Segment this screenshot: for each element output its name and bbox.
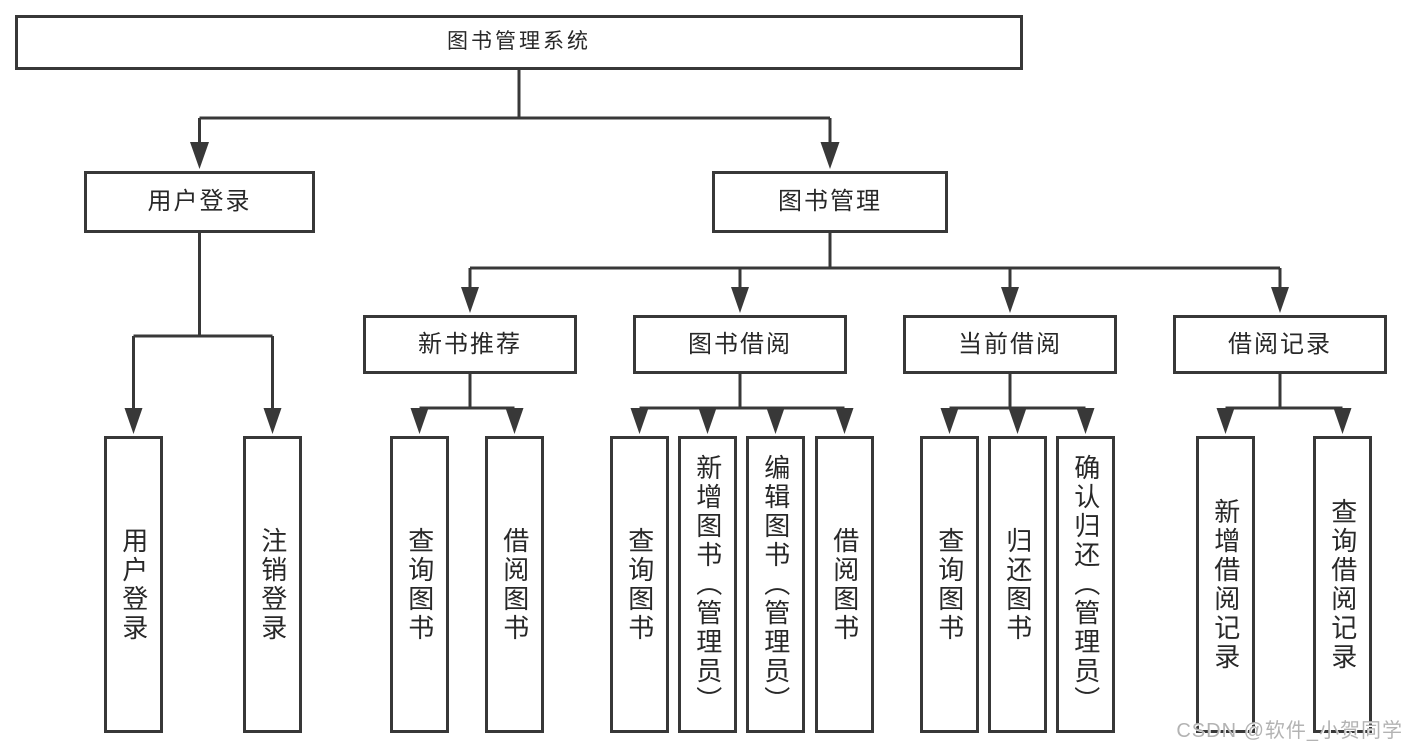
connector-new-book-recommend [419, 374, 515, 410]
arrow-icon [630, 408, 649, 434]
leaf-borrow-edit-books-admin: 编辑图书（管理员） [746, 436, 805, 733]
node-book-borrow: 图书借阅 [633, 315, 847, 374]
node-user-login: 用户登录 [84, 171, 315, 233]
arrow-icon [940, 408, 959, 434]
arrow-icon [766, 408, 785, 434]
arrow-icon [731, 287, 749, 313]
arrow-icon [505, 408, 524, 434]
connector-book-management [468, 233, 1282, 292]
arrow-icon [1001, 287, 1019, 313]
leaf-current-return-books: 归还图书 [988, 436, 1047, 733]
node-book-management: 图书管理 [712, 171, 948, 233]
arrow-icon [410, 408, 429, 434]
leaf-borrow-query-books: 查询图书 [610, 436, 669, 733]
node-borrow-records: 借阅记录 [1173, 315, 1387, 374]
arrow-icon [1333, 408, 1352, 434]
connector-current-borrow [949, 374, 1086, 410]
leaf-borrow-add-books-admin: 新增图书（管理员） [678, 436, 737, 733]
arrow-icon [190, 142, 209, 169]
arrow-icon [1008, 408, 1027, 434]
connector-borrow-records [1225, 374, 1343, 410]
arrow-icon [820, 142, 840, 169]
node-current-borrow: 当前借阅 [903, 315, 1117, 374]
leaf-records-add-borrow-record: 新增借阅记录 [1196, 436, 1255, 733]
connector-root [198, 70, 832, 148]
leaf-recommend-query-books: 查询图书 [390, 436, 449, 733]
leaf-recommend-borrow-books: 借阅图书 [485, 436, 544, 733]
leaf-current-query-books: 查询图书 [920, 436, 979, 733]
node-new-book-recommend: 新书推荐 [363, 315, 577, 374]
arrow-icon [124, 408, 143, 434]
arrow-icon [263, 408, 282, 434]
leaf-records-query-borrow-record: 查询借阅记录 [1313, 436, 1372, 733]
node-root: 图书管理系统 [15, 15, 1023, 70]
arrow-icon [698, 408, 717, 434]
arrowheads [124, 142, 1352, 434]
leaf-borrow-borrow-books: 借阅图书 [815, 436, 874, 733]
connector-user-login [132, 233, 274, 414]
leaf-current-confirm-return-admin: 确认归还（管理员） [1056, 436, 1115, 733]
arrow-icon [1271, 287, 1289, 313]
arrow-icon [1076, 408, 1095, 434]
watermark: CSDN @软件_小贺同学 [1176, 720, 1403, 742]
leaf-logout: 注销登录 [243, 436, 302, 733]
arrow-icon [461, 287, 479, 313]
connector-book-borrow [639, 374, 845, 410]
arrow-icon [835, 408, 854, 434]
leaf-user-login: 用户登录 [104, 436, 163, 733]
arrow-icon [1216, 408, 1235, 434]
